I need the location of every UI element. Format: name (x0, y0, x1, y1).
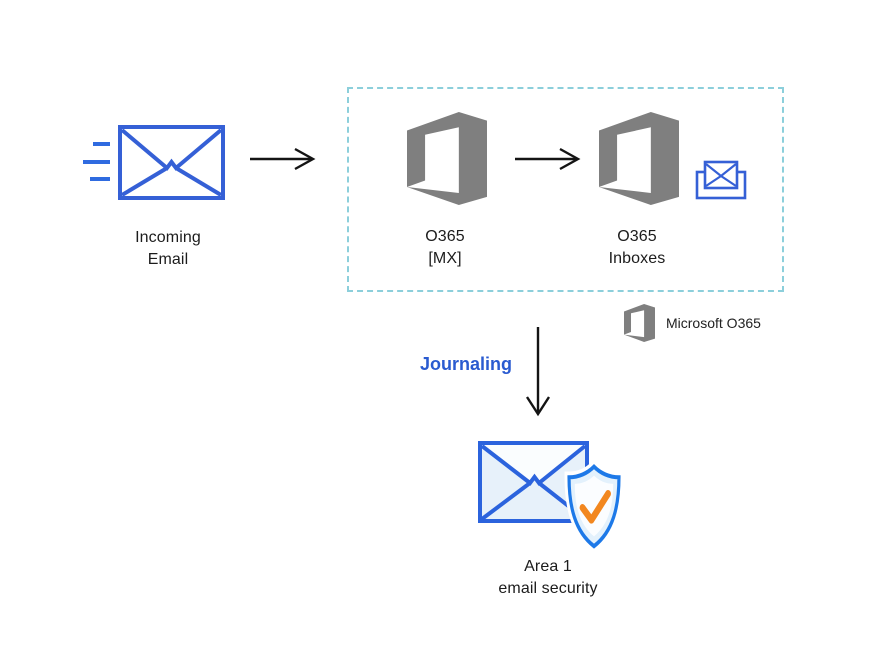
o365-mx-label-line1: O365 (425, 228, 465, 245)
incoming-email-label-line1: Incoming (135, 229, 201, 246)
o365-dashed-region (347, 87, 784, 292)
area1-shield-icon (564, 459, 624, 553)
o365-mx-label: O365 [MX] (385, 226, 505, 270)
incoming-email-label: Incoming Email (108, 227, 228, 271)
o365-inboxes-label-line2: Inboxes (608, 250, 666, 267)
legend-label: Microsoft O365 (666, 315, 761, 331)
area1-label: Area 1 email security (478, 556, 618, 600)
incoming-envelope-icon (83, 125, 225, 200)
checkmark-icon (579, 490, 611, 524)
incoming-email-label-line2: Email (147, 251, 189, 268)
legend-office-logo-icon (624, 304, 655, 342)
o365-inboxes-label: O365 Inboxes (577, 226, 697, 270)
journaling-arrow-down-icon (525, 327, 551, 417)
journaling-label: Journaling (420, 354, 513, 374)
flow-arrow-right-1-icon (250, 147, 316, 171)
o365-mx-label-line2: [MX] (428, 250, 462, 267)
o365-inboxes-label-line1: O365 (617, 228, 657, 245)
speed-lines-icon (83, 142, 110, 181)
area1-label-line1: Area 1 (524, 558, 572, 575)
o365-mx-logo-icon (407, 112, 487, 205)
area1-label-line2: email security (498, 580, 598, 597)
area1-envelope-shield-icon (478, 441, 624, 553)
flow-arrow-right-2-icon (515, 147, 581, 171)
inbox-tray-icon (695, 160, 747, 200)
o365-inboxes-logo-icon (599, 112, 679, 205)
